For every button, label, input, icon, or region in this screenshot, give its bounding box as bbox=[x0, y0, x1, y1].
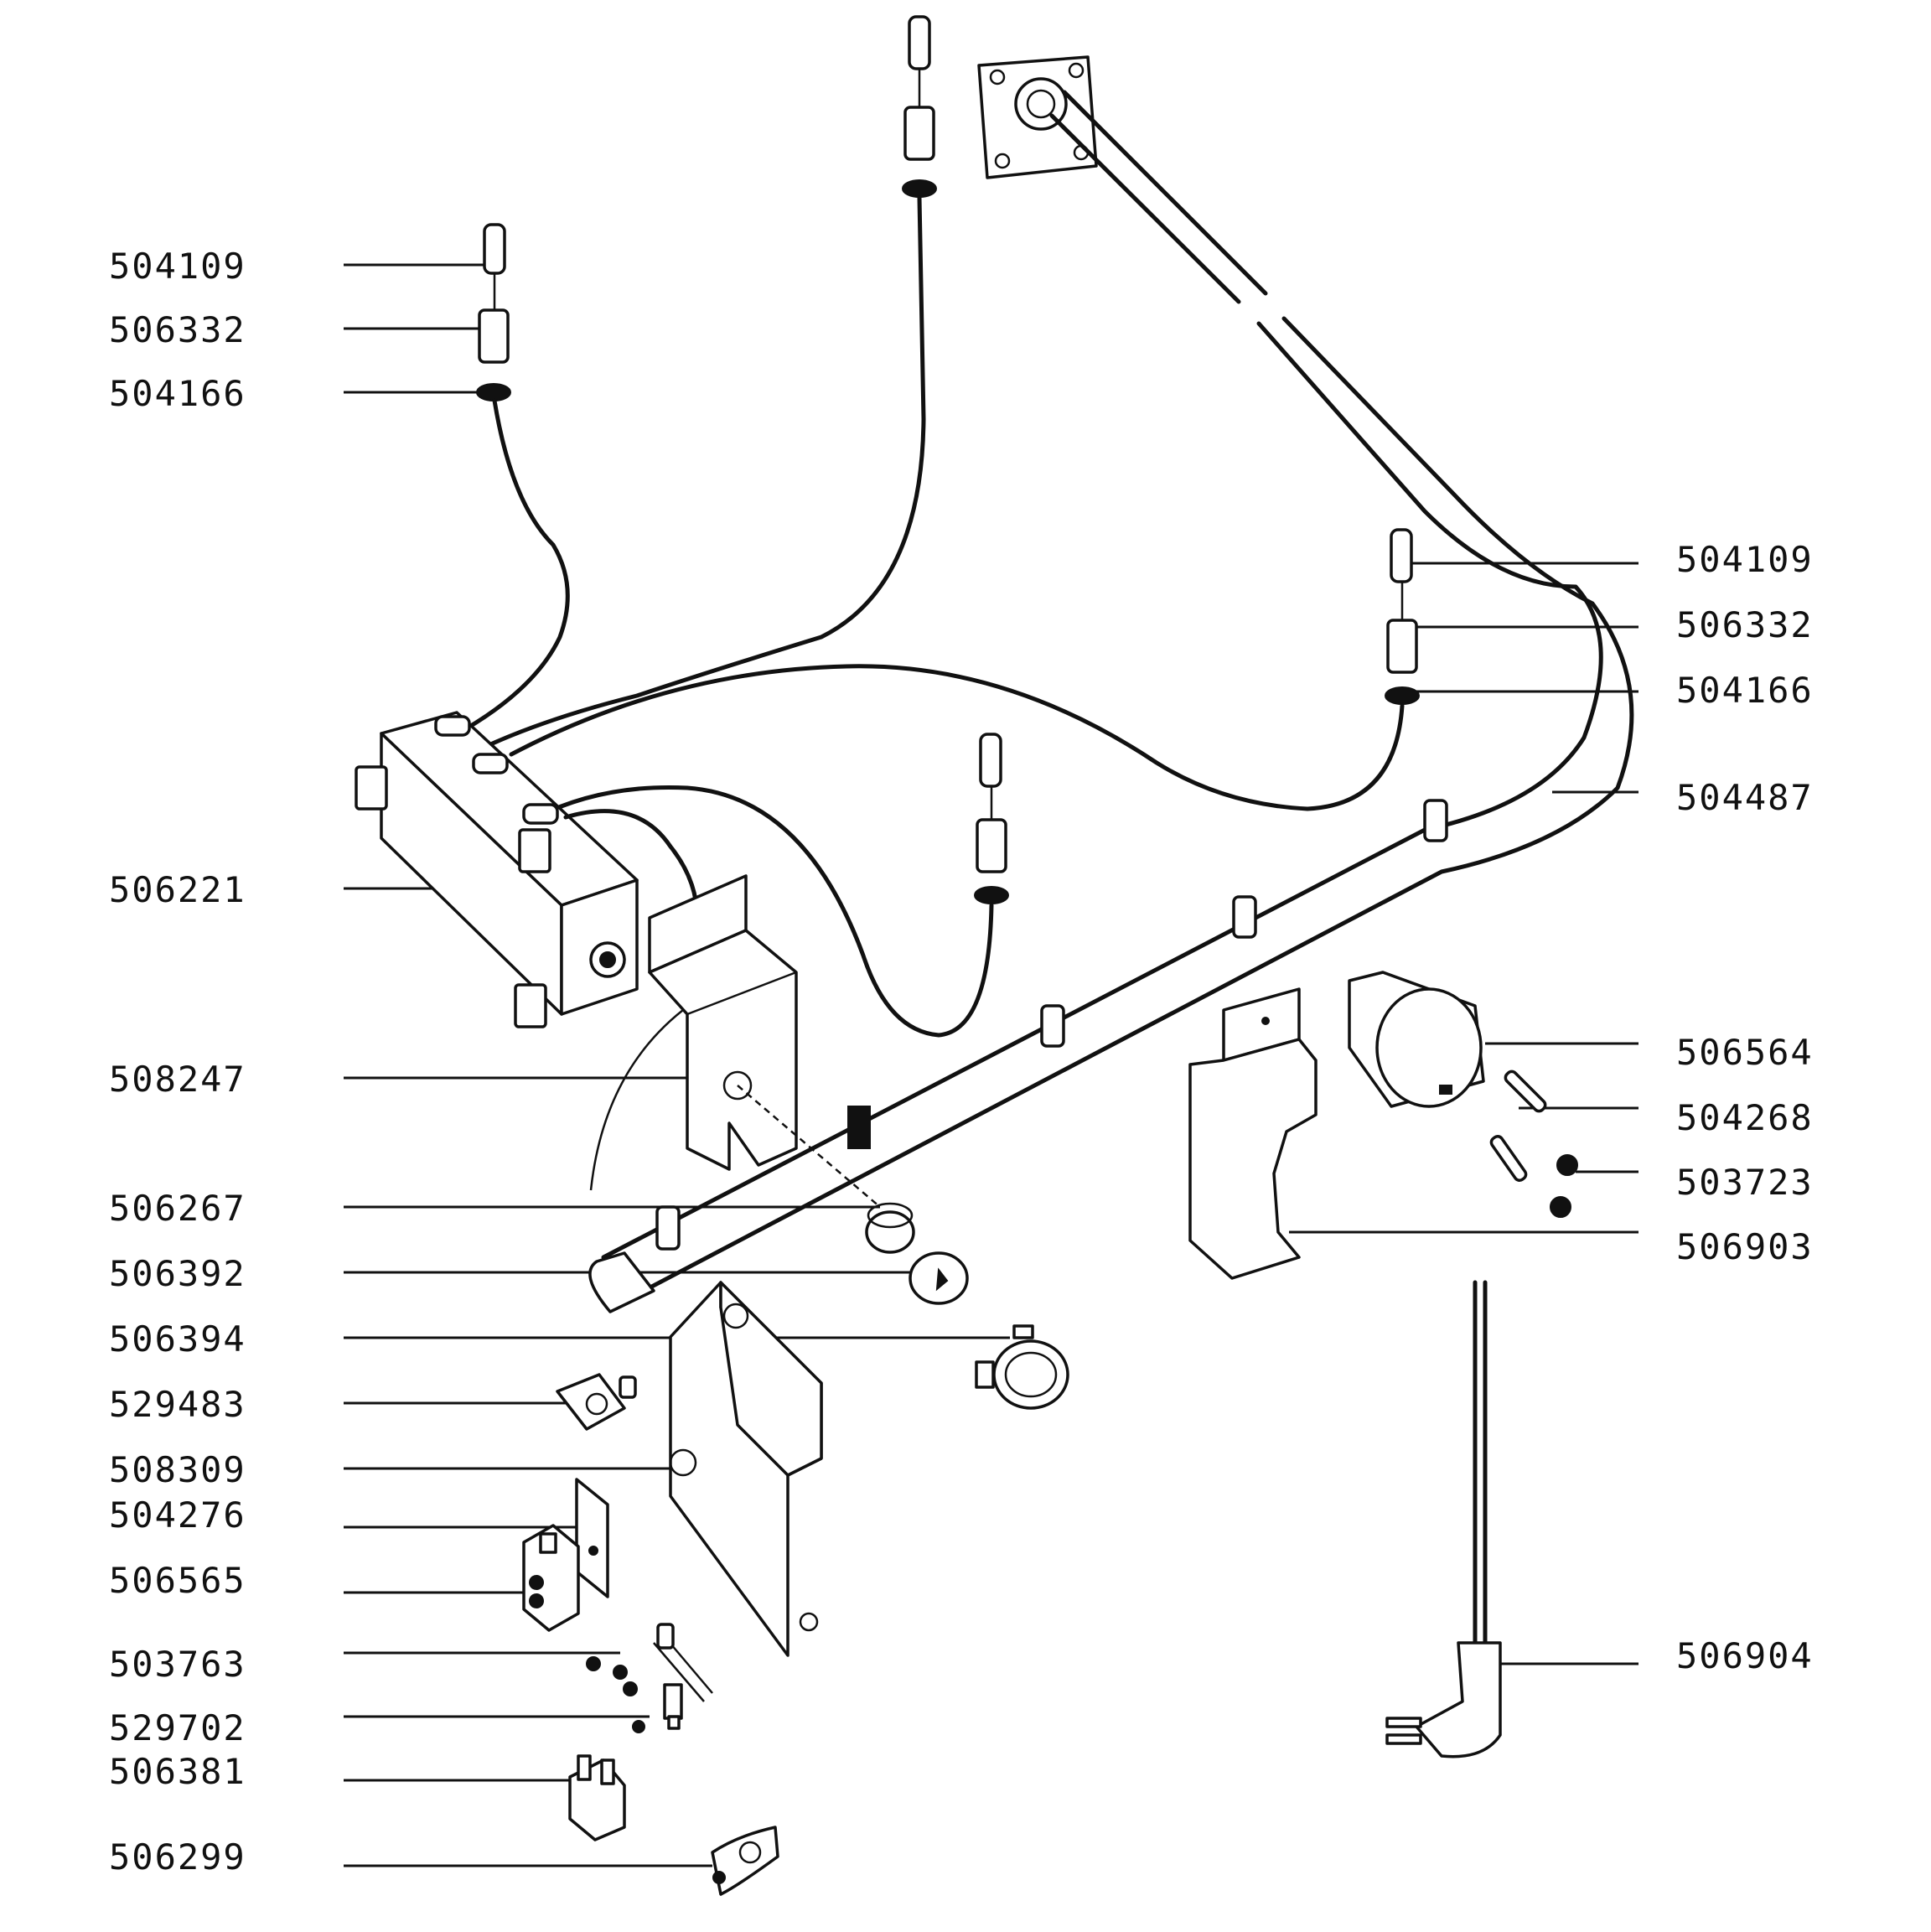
electrode-assembly-center bbox=[534, 733, 1009, 1038]
label-right-7: 503723 bbox=[1676, 1162, 1814, 1203]
label-right-5: 506564 bbox=[1676, 1032, 1814, 1073]
label-left-1: 504109 bbox=[109, 246, 246, 287]
ignition-unit bbox=[355, 711, 700, 1028]
power-cord-506904 bbox=[1385, 1280, 1502, 1758]
bracket-508247 bbox=[589, 874, 881, 1208]
plate-504276 bbox=[575, 1478, 609, 1598]
switch-529483 bbox=[556, 1373, 637, 1431]
electrode-assembly-left bbox=[463, 223, 570, 732]
label-left-3: 504166 bbox=[109, 373, 246, 414]
label-left-8: 506394 bbox=[109, 1318, 246, 1360]
cap-506564 bbox=[1348, 971, 1485, 1108]
electrode-assembly-right bbox=[509, 528, 1420, 811]
label-left-7: 506392 bbox=[109, 1253, 246, 1294]
label-left-4: 506221 bbox=[109, 869, 246, 910]
label-left-11: 504276 bbox=[109, 1494, 246, 1536]
pins-504268 bbox=[1489, 1070, 1547, 1182]
label-left-5: 508247 bbox=[109, 1059, 246, 1100]
label-left-9: 529483 bbox=[109, 1384, 246, 1425]
label-left-12: 506565 bbox=[109, 1560, 246, 1601]
label-right-8: 506903 bbox=[1676, 1226, 1814, 1267]
label-right-3: 504166 bbox=[1676, 670, 1814, 711]
bracket-506903 bbox=[1188, 987, 1318, 1280]
switch-506381 bbox=[568, 1754, 626, 1841]
label-left-2: 506332 bbox=[109, 309, 246, 350]
bezel-506394 bbox=[975, 1324, 1069, 1410]
label-left-15: 506381 bbox=[109, 1751, 246, 1792]
label-left-10: 508309 bbox=[109, 1449, 246, 1490]
label-right-6: 504268 bbox=[1676, 1097, 1814, 1138]
label-left-13: 503763 bbox=[109, 1644, 246, 1685]
right-labels: 504109 506332 504166 504487 506564 50426… bbox=[1289, 539, 1814, 1676]
label-left-14: 529702 bbox=[109, 1707, 246, 1748]
label-left-16: 506299 bbox=[109, 1836, 246, 1878]
mounting-plate bbox=[977, 55, 1098, 179]
terminal-529702 bbox=[632, 1683, 683, 1733]
gas-pipe-504487 bbox=[588, 90, 1634, 1313]
screws-503723 bbox=[1550, 1154, 1578, 1218]
label-left-6: 506267 bbox=[109, 1188, 246, 1229]
electrode-assembly-top bbox=[467, 15, 937, 757]
clip-506299 bbox=[711, 1826, 779, 1896]
switch-506565 bbox=[522, 1524, 580, 1632]
knob-506267 bbox=[865, 1202, 915, 1254]
screws-503763 bbox=[586, 1623, 713, 1702]
burner-studs bbox=[655, 799, 1448, 1251]
bracket-508309 bbox=[669, 1281, 823, 1657]
label-right-9: 506904 bbox=[1676, 1635, 1814, 1676]
knob-506392 bbox=[909, 1251, 969, 1305]
left-labels: 504109 506332 504166 506221 508247 50626… bbox=[109, 246, 1010, 1878]
label-right-4: 504487 bbox=[1676, 777, 1814, 818]
label-right-2: 506332 bbox=[1676, 604, 1814, 645]
label-right-1: 504109 bbox=[1676, 539, 1814, 580]
